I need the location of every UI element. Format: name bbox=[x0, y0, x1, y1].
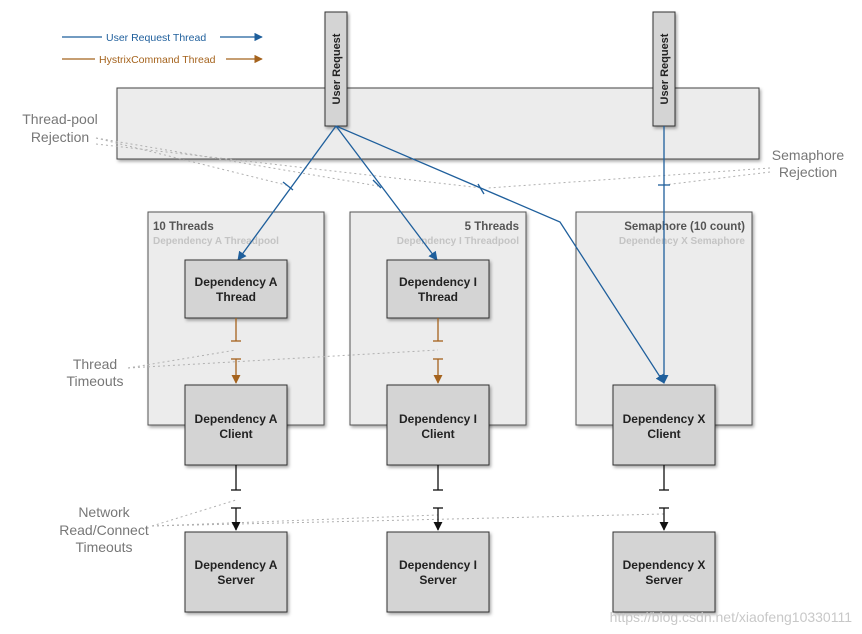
legend: User Request Thread HystrixCommand Threa… bbox=[62, 32, 263, 66]
box-dependency-i-client: Dependency I Client bbox=[386, 384, 490, 466]
svg-text:Server: Server bbox=[419, 573, 457, 587]
svg-text:Dependency X: Dependency X bbox=[623, 412, 706, 426]
svg-text:Rejection: Rejection bbox=[31, 129, 89, 145]
pool-x-sub: Dependency X Semaphore bbox=[619, 236, 746, 247]
svg-text:Thread: Thread bbox=[216, 290, 256, 304]
svg-text:User Request: User Request bbox=[659, 33, 671, 104]
svg-text:Thread-pool: Thread-pool bbox=[22, 111, 98, 127]
svg-text:Client: Client bbox=[219, 427, 252, 441]
rejection-ticks bbox=[282, 179, 670, 195]
user-thread-arrows bbox=[237, 125, 669, 384]
user-request-right: User Request bbox=[652, 11, 676, 127]
callout-thread-pool-rejection: Thread-pool Rejection bbox=[22, 111, 98, 145]
box-dependency-i-server: Dependency I Server bbox=[386, 531, 490, 613]
svg-text:Client: Client bbox=[647, 427, 680, 441]
callout-thread-timeouts: Thread Timeouts bbox=[66, 356, 123, 389]
network-arrows bbox=[231, 465, 669, 531]
svg-text:Dependency X: Dependency X bbox=[623, 558, 706, 572]
svg-text:Timeouts: Timeouts bbox=[66, 373, 123, 389]
watermark: https://blog.csdn.net/xiaofeng10330111 bbox=[610, 609, 853, 625]
svg-text:Thread: Thread bbox=[73, 356, 117, 372]
user-request-left: User Request bbox=[324, 11, 348, 127]
box-dependency-x-client: Dependency X Client bbox=[612, 384, 716, 466]
legend-hystrix-thread-label: HystrixCommand Thread bbox=[99, 54, 216, 66]
svg-text:Read/Connect: Read/Connect bbox=[59, 522, 149, 538]
pool-a-sub: Dependency A Threadpool bbox=[153, 236, 279, 247]
request-container bbox=[116, 87, 760, 160]
svg-text:Dependency A: Dependency A bbox=[195, 558, 278, 572]
svg-text:User Request: User Request bbox=[331, 33, 343, 104]
callout-semaphore-rejection: Semaphore Rejection bbox=[772, 147, 845, 180]
box-dependency-x-server: Dependency X Server bbox=[612, 531, 716, 613]
svg-text:Server: Server bbox=[217, 573, 255, 587]
svg-text:Semaphore: Semaphore bbox=[772, 147, 845, 163]
svg-text:Server: Server bbox=[645, 573, 683, 587]
box-dependency-a-server: Dependency A Server bbox=[184, 531, 288, 613]
svg-text:Dependency I: Dependency I bbox=[399, 275, 477, 289]
box-dependency-i-thread: Dependency I Thread bbox=[386, 259, 490, 319]
svg-text:Rejection: Rejection bbox=[779, 164, 837, 180]
pool-a-head: 10 Threads bbox=[153, 221, 214, 233]
box-dependency-a-client: Dependency A Client bbox=[184, 384, 288, 466]
svg-text:Thread: Thread bbox=[418, 290, 458, 304]
pool-i-head: 5 Threads bbox=[465, 221, 519, 233]
svg-text:Client: Client bbox=[421, 427, 454, 441]
svg-text:Dependency A: Dependency A bbox=[195, 412, 278, 426]
pool-i-sub: Dependency I Threadpool bbox=[397, 236, 519, 247]
svg-text:Dependency I: Dependency I bbox=[399, 558, 477, 572]
svg-text:Timeouts: Timeouts bbox=[75, 539, 132, 555]
svg-text:Dependency I: Dependency I bbox=[399, 412, 477, 426]
pool-x-head: Semaphore (10 count) bbox=[624, 221, 745, 233]
svg-text:Network: Network bbox=[78, 504, 130, 520]
svg-text:Dependency A: Dependency A bbox=[195, 275, 278, 289]
legend-user-thread-label: User Request Thread bbox=[106, 32, 206, 44]
box-dependency-a-thread: Dependency A Thread bbox=[184, 259, 288, 319]
hystrix-thread-arrows bbox=[231, 318, 443, 384]
callout-network-timeouts: Network Read/Connect Timeouts bbox=[59, 504, 149, 555]
